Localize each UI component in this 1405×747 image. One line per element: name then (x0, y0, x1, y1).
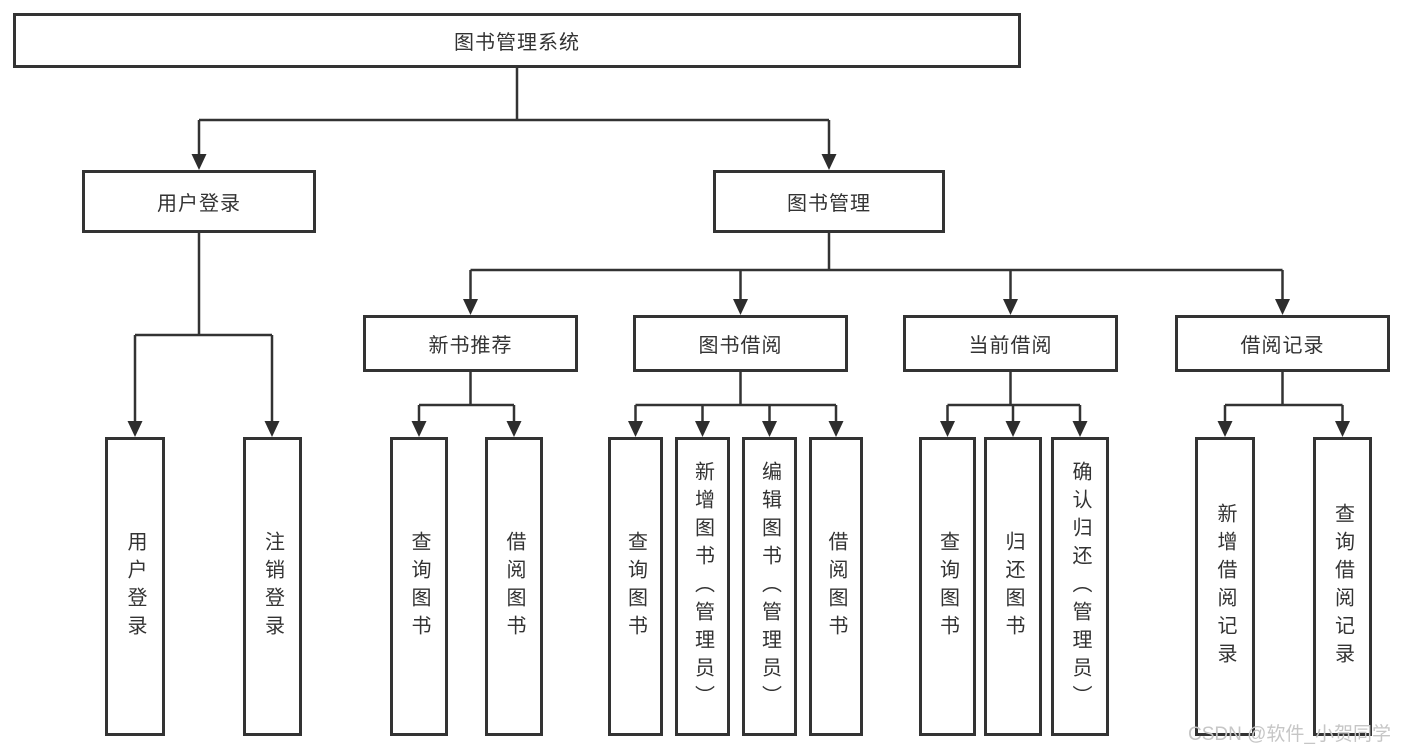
watermark: CSDN @软件_小贺同学 (1188, 724, 1391, 745)
node-current-borrowing: 当前借阅 (903, 315, 1118, 372)
node-label: 用户登录 (124, 530, 146, 643)
leaf-borrow-books-recommend: 借阅图书 (485, 437, 543, 736)
node-label: 图书借阅 (698, 335, 783, 357)
leaf-logout: 注销登录 (243, 437, 302, 736)
node-label: 新书推荐 (428, 335, 513, 357)
node-label: 借阅图书 (825, 530, 847, 643)
node-new-book-recommend: 新书推荐 (363, 315, 578, 372)
leaf-add-borrow-record: 新增借阅记录 (1195, 437, 1255, 736)
node-label: 查询图书 (624, 530, 647, 643)
node-label: 新增借阅记录 (1214, 502, 1236, 671)
leaf-return-books: 归还图书 (984, 437, 1042, 736)
leaf-user-login: 用户登录 (105, 437, 165, 736)
node-label: 图书管理系统 (454, 32, 580, 54)
node-label: 借阅记录 (1240, 335, 1325, 357)
leaf-query-books-recommend: 查询图书 (390, 437, 448, 736)
node-label: 注销登录 (261, 530, 284, 643)
node-label: 新增图书（管理员） (691, 460, 714, 713)
node-root-library-system: 图书管理系统 (13, 13, 1021, 68)
node-borrow-records: 借阅记录 (1175, 315, 1390, 372)
node-label: 归还图书 (1002, 530, 1024, 643)
node-user-login: 用户登录 (82, 170, 316, 233)
node-label: 查询借阅记录 (1331, 502, 1354, 671)
leaf-borrow-books: 借阅图书 (809, 437, 863, 736)
leaf-query-books-borrowing: 查询图书 (608, 437, 663, 736)
node-book-borrowing: 图书借阅 (633, 315, 848, 372)
node-label: 当前借阅 (968, 335, 1053, 357)
leaf-add-books-admin: 新增图书（管理员） (675, 437, 730, 736)
node-label: 图书管理 (787, 193, 871, 215)
node-label: 查询图书 (408, 530, 430, 643)
node-book-management: 图书管理 (713, 170, 945, 233)
node-label: 查询图书 (936, 530, 959, 643)
leaf-query-borrow-record: 查询借阅记录 (1313, 437, 1372, 736)
leaf-confirm-return-admin: 确认归还（管理员） (1051, 437, 1109, 736)
node-label: 编辑图书（管理员） (758, 460, 781, 713)
node-label: 借阅图书 (503, 530, 525, 643)
arrowheads (127, 154, 1350, 437)
leaf-edit-books-admin: 编辑图书（管理员） (742, 437, 797, 736)
leaf-query-books-current: 查询图书 (919, 437, 976, 736)
node-label: 确认归还（管理员） (1069, 460, 1091, 713)
node-label: 用户登录 (157, 193, 241, 215)
